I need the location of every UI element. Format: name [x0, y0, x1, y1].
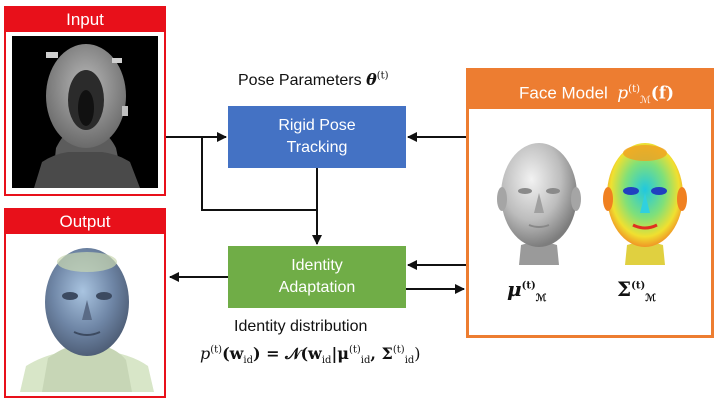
f-mu-sup: (t): [348, 344, 361, 356]
f-mu-sub: id: [360, 355, 371, 367]
f-sigma: , Σ: [370, 344, 393, 363]
mu-symbol: μ(t)ℳ: [507, 277, 546, 304]
identity-adaptation-block: Identity Adaptation: [228, 246, 406, 308]
mu-sub: ℳ: [535, 293, 547, 304]
mean-face-image: [489, 133, 589, 265]
f-sig-sup: (t): [392, 344, 405, 356]
identity-distribution-formula: p(t)(wid) = 𝒩(wid|μ(t)id, Σ(t)id): [200, 344, 421, 366]
f-lhs: p: [200, 344, 211, 363]
face-model-sub: ℳ: [640, 95, 651, 107]
sigma-symbol: Σ(t)ℳ: [617, 277, 656, 304]
identity-line2: Adaptation: [278, 279, 356, 296]
rigid-line2: Tracking: [286, 139, 348, 156]
face-model-panel: Face Model p(t)ℳ(f): [466, 68, 714, 338]
arrow-input-branch: [201, 137, 316, 211]
sigma-sub: ℳ: [645, 293, 656, 304]
f-arg-sub: id: [243, 355, 254, 367]
depth-input-image: [12, 36, 158, 188]
f-eq: ) = 𝒩(w: [253, 344, 322, 363]
sigma-sup: (t): [631, 280, 646, 292]
theta-sup: (t): [376, 70, 389, 82]
output-panel: Output: [4, 208, 166, 398]
face-model-p: p: [617, 83, 629, 104]
f-close: ): [414, 344, 421, 363]
f-arg: (w: [222, 344, 244, 363]
f-lhs-sup: (t): [210, 344, 223, 356]
rigid-pose-tracking-block: Rigid Pose Tracking: [228, 106, 406, 168]
covariance-face-image: [595, 133, 695, 265]
input-title: Input: [6, 8, 164, 32]
face-model-sup: (t): [628, 84, 640, 95]
face-model-header: Face Model p(t)ℳ(f): [469, 71, 711, 109]
f-w-sub: id: [321, 355, 332, 367]
theta-symbol: θ: [366, 70, 377, 89]
face-model-title: Face Model: [519, 83, 608, 103]
identity-line1: Identity: [291, 257, 343, 274]
reconstruction-output-image: [12, 238, 158, 392]
f-mu: |μ: [331, 344, 349, 363]
input-panel: Input: [4, 6, 166, 196]
pose-label-text: Pose Parameters: [238, 72, 362, 89]
face-model-arg: (f): [650, 83, 675, 104]
pose-parameters-label: Pose Parameters θ(t): [238, 70, 389, 90]
mu-sup: (t): [521, 280, 536, 292]
sigma-char: Σ: [617, 277, 632, 301]
output-title: Output: [6, 210, 164, 234]
f-sig-sub: id: [404, 355, 415, 367]
identity-distribution-label: Identity distribution: [234, 318, 368, 335]
mu-char: μ: [507, 277, 522, 301]
rigid-line1: Rigid Pose: [278, 117, 356, 134]
